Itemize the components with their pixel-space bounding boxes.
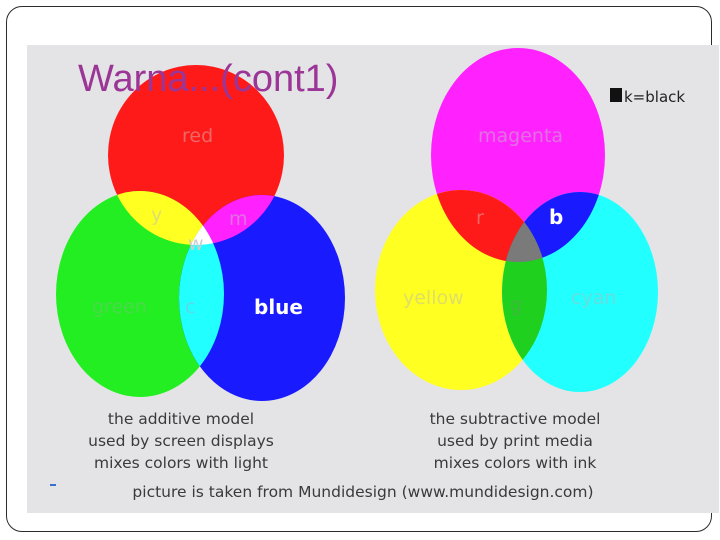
label-yellow: yellow	[403, 287, 464, 309]
label-m: m	[229, 208, 248, 230]
label-y: y	[151, 204, 162, 226]
additive-caption-line-1: the additive model	[108, 410, 254, 428]
label-magenta: magenta	[478, 125, 563, 147]
additive-caption-line-2: used by screen displays	[88, 432, 274, 450]
legend-text: k=black	[624, 88, 685, 106]
label-w: w	[188, 233, 204, 255]
credit-text: picture is taken from Mundidesign (www.m…	[132, 483, 593, 501]
additive-model: red y m w green c blue the additive mode…	[56, 65, 345, 472]
blue-circle	[179, 195, 345, 401]
label-blue: blue	[254, 295, 303, 319]
blue-overlap	[502, 192, 605, 262]
subtractive-model: magenta r b yellow g cyan the subtractiv…	[375, 48, 658, 472]
label-b: b	[549, 205, 563, 229]
label-green: green	[92, 296, 147, 318]
label-r: r	[476, 207, 484, 229]
legend: k=black	[610, 88, 685, 106]
subtractive-caption-line-3: mixes colors with ink	[434, 454, 597, 472]
label-cyan: cyan	[571, 287, 616, 309]
additive-caption-line-3: mixes colors with light	[94, 454, 268, 472]
slide-title: Warna...(cont1)	[78, 58, 339, 100]
yellow-overlap	[108, 191, 224, 245]
legend-swatch	[610, 88, 622, 102]
label-red: red	[182, 125, 213, 147]
subtractive-caption-line-2: used by print media	[437, 432, 593, 450]
label-c: c	[185, 296, 195, 318]
label-g: g	[510, 294, 522, 316]
corner-mark	[50, 484, 56, 486]
red-overlap	[431, 190, 547, 262]
subtractive-caption-line-1: the subtractive model	[430, 410, 601, 428]
